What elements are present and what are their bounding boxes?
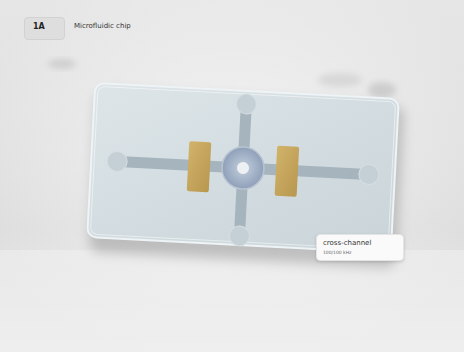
inlet-port — [107, 151, 128, 172]
node-label: 1A — [33, 22, 56, 32]
channel — [123, 162, 363, 175]
chip-body — [87, 83, 399, 253]
node-label: cross-channel — [323, 239, 397, 248]
inlet-port — [236, 94, 257, 115]
blur-blob — [318, 73, 362, 87]
chip-edge — [90, 86, 395, 249]
blur-blob — [368, 82, 396, 98]
chip — [86, 83, 404, 268]
outlet-port — [229, 225, 250, 246]
outlet-port — [358, 164, 379, 185]
figure-title: Microfluidic chip — [74, 22, 131, 30]
electrode — [187, 141, 212, 192]
blur-blob — [48, 59, 76, 69]
reaction-chamber — [221, 146, 265, 190]
callout-box: cross-channel 100/100 kHz — [316, 234, 404, 261]
figure-tag: 1A — [24, 17, 65, 40]
chamber-core — [237, 162, 250, 175]
node-sublabel: 100/100 kHz — [323, 250, 397, 256]
electrode — [275, 146, 300, 197]
